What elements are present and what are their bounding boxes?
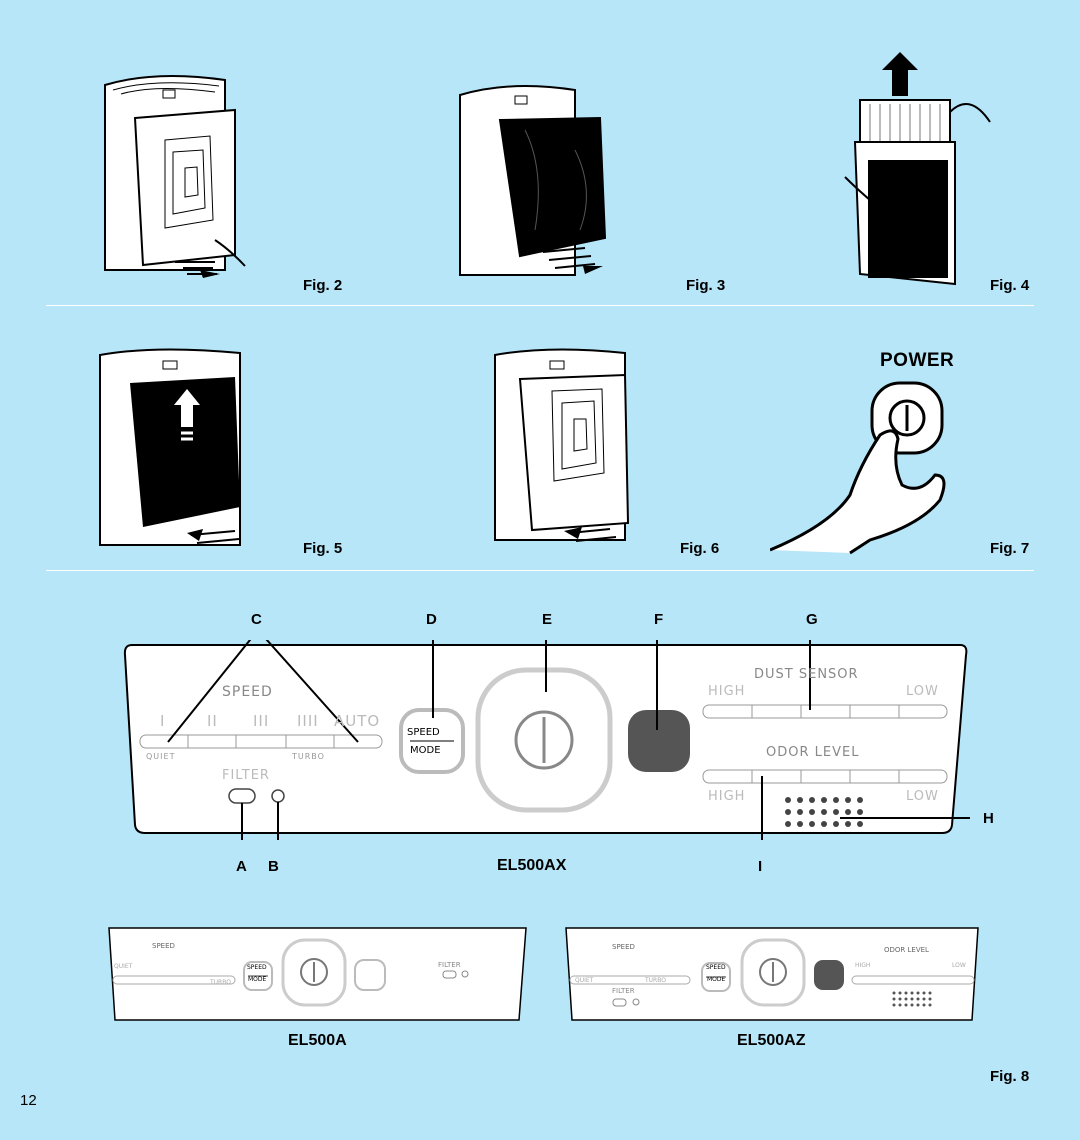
power-button-press-illustration [770,381,946,555]
speed-turbo-label: TURBO [292,752,325,761]
callout-a: A [236,858,247,875]
control-panel-el500ax [123,640,970,840]
callout-d: D [426,611,437,628]
dust-sensor-title: DUST SENSOR [754,667,859,682]
model-el500az-label: EL500AZ [737,1032,806,1049]
dust-high-label: HIGH [708,684,746,699]
purifier-front-panel-removal-illustration [104,75,246,278]
divider-line [46,305,1034,306]
el500az-filter-label: FILTER [612,987,635,995]
callout-e: E [542,611,553,628]
el500a-speed-label: SPEED [152,942,175,950]
control-panel-el500az [565,927,979,1021]
model-el500ax-label: EL500AX [497,857,567,874]
speed-quiet-label: QUIET [146,752,176,761]
mode-button-label: MODE [410,745,441,756]
divider-line [46,570,1034,571]
el500a-quiet-label: QUIET [114,963,133,970]
speed-mark-2: II [207,712,218,730]
callout-i: I [758,858,763,875]
speed-mark-4: IIII [297,712,319,730]
el500az-high-label: HIGH [855,962,871,969]
callout-f: F [654,611,664,628]
el500az-speed-button: SPEED [706,964,726,971]
filter-removal-illustration [459,85,607,276]
front-panel-attach-illustration [494,348,630,542]
figure-label-7: Fig. 7 [990,540,1030,557]
figure-label-3: Fig. 3 [686,277,726,294]
el500az-turbo-label: TURBO [645,977,666,984]
odor-level-title: ODOR LEVEL [766,745,860,760]
el500az-quiet-label: QUIET [575,977,594,984]
el500az-mode-button: MODE [707,976,726,983]
figure-label-5: Fig. 5 [303,540,343,557]
speed-mark-1: I [160,712,166,730]
el500a-speed-button: SPEED [247,964,267,971]
control-panel-el500a [108,927,527,1021]
filter-insertion-illustration [99,348,241,546]
el500a-turbo-label: TURBO [210,979,231,986]
page-number: 12 [20,1092,37,1109]
odor-low-label: LOW [906,789,939,804]
el500a-mode-button: MODE [248,976,267,983]
odor-high-label: HIGH [708,789,746,804]
prefilter-lift-illustration [844,52,991,286]
power-heading: POWER [880,350,955,371]
figure-label-6: Fig. 6 [680,540,720,557]
el500az-speed-label: SPEED [612,943,635,951]
speed-title: SPEED [222,684,273,700]
el500az-odor-level-label: ODOR LEVEL [884,946,929,954]
figure-label-4: Fig. 4 [990,277,1030,294]
dust-low-label: LOW [906,684,939,699]
speed-button-label: SPEED [407,727,440,738]
filter-label: FILTER [222,768,270,783]
callout-b: B [268,858,279,875]
speed-mark-auto: AUTO [334,712,381,730]
figure-label-2: Fig. 2 [303,277,343,294]
model-el500a-label: EL500A [288,1032,347,1049]
speed-mark-3: III [253,712,270,730]
callout-h: H [983,810,994,827]
figure-label-8: Fig. 8 [990,1068,1030,1085]
callout-g: G [806,611,818,628]
el500a-filter-label: FILTER [438,961,461,969]
callout-c: C [251,611,262,628]
el500az-low-label: LOW [952,962,966,969]
